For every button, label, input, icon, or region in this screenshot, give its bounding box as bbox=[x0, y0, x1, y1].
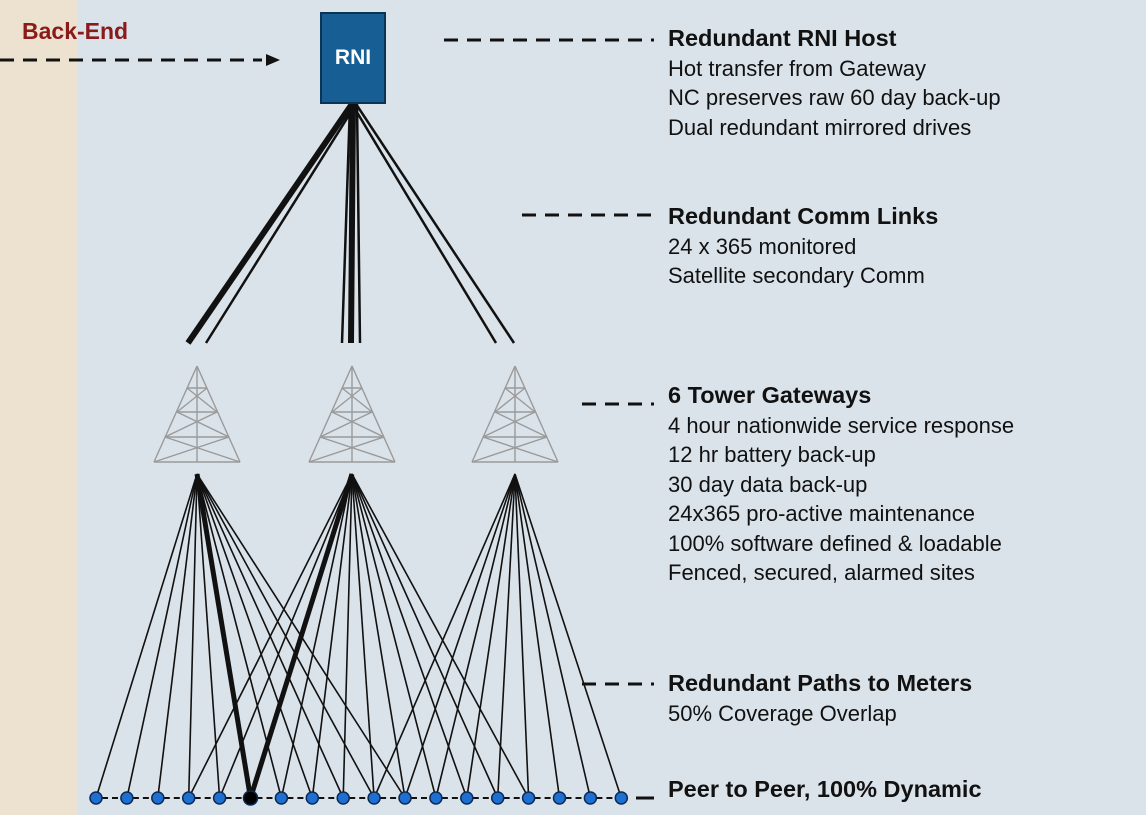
meter-node bbox=[398, 791, 412, 805]
meter-path-line bbox=[351, 473, 499, 799]
meter-path-line bbox=[196, 473, 314, 799]
meter-node bbox=[336, 791, 350, 805]
meter-path-line bbox=[187, 473, 198, 799]
meter-path-line bbox=[157, 473, 198, 799]
comm-link-line bbox=[354, 103, 516, 344]
meter-path-line bbox=[435, 473, 516, 799]
cell-tower-icon bbox=[153, 365, 241, 463]
annotation-line: Hot transfer from Gateway bbox=[668, 55, 926, 81]
meter-path-line bbox=[351, 473, 530, 799]
annotation-meter-paths: Redundant Paths to Meters 50% Coverage O… bbox=[668, 669, 972, 728]
annotation-line: Dual redundant mirrored drives bbox=[668, 114, 972, 140]
meter-node bbox=[212, 791, 227, 805]
meter-node bbox=[429, 791, 443, 805]
annotation-title: 6 Tower Gateways bbox=[668, 382, 872, 408]
comm-link-line bbox=[185, 102, 355, 345]
meter-path-line bbox=[95, 473, 198, 799]
comm-link-line bbox=[355, 103, 362, 344]
meter-path-line bbox=[514, 473, 623, 799]
annotation-line: 50% Coverage Overlap bbox=[668, 700, 897, 726]
annotation-line: 24 x 365 monitored bbox=[668, 233, 857, 259]
meter-node bbox=[89, 791, 103, 805]
meter-node bbox=[274, 791, 289, 805]
annotation-title: Redundant RNI Host bbox=[668, 25, 897, 51]
meter-node bbox=[305, 791, 320, 805]
annotation-line: Fenced, secured, alarmed sites bbox=[668, 560, 975, 585]
rni-host-box[interactable]: RNI bbox=[320, 12, 386, 104]
meter-path-line bbox=[351, 473, 468, 799]
backend-arrowhead bbox=[266, 54, 280, 66]
annotation-rni-host: Redundant RNI Host Hot transfer from Gat… bbox=[668, 24, 1001, 142]
comm-link-line bbox=[204, 103, 358, 344]
meter-path-line bbox=[342, 473, 353, 799]
annotation-line: 24x365 pro-active maintenance bbox=[668, 501, 975, 526]
meter-path-line bbox=[351, 473, 375, 799]
meter-node bbox=[583, 791, 598, 805]
meter-path-line bbox=[196, 473, 221, 799]
annotation-line: 12 hr battery back-up bbox=[668, 442, 876, 467]
meter-node bbox=[552, 791, 567, 805]
meter-path-line bbox=[126, 473, 198, 799]
meter-path-line bbox=[351, 473, 437, 799]
meter-path-line bbox=[514, 473, 592, 799]
meter-path-line bbox=[404, 473, 516, 799]
comm-link-line bbox=[350, 103, 498, 344]
meter-node bbox=[181, 791, 196, 805]
annotation-line: 100% software defined & loadable bbox=[668, 530, 1002, 556]
annotation-tower-gateways: 6 Tower Gateways 4 hour nationwide servi… bbox=[668, 381, 1014, 588]
meter-node bbox=[151, 791, 165, 805]
meter-path-line bbox=[466, 473, 516, 799]
meter-node bbox=[460, 791, 474, 805]
meter-path-line bbox=[311, 473, 353, 799]
rni-label: RNI bbox=[334, 46, 372, 69]
backend-label: Back-End bbox=[22, 18, 129, 44]
meter-path-line bbox=[218, 473, 353, 799]
meter-path-line bbox=[373, 473, 516, 799]
annotation-line: 4 hour nationwide service response bbox=[668, 412, 1015, 438]
comm-link-line bbox=[340, 103, 352, 344]
annotation-comm-links: Redundant Comm Links 24 x 365 monitored … bbox=[668, 202, 938, 291]
meter-node bbox=[490, 791, 505, 805]
meter-path-line bbox=[248, 473, 355, 799]
meter-node bbox=[614, 791, 629, 805]
annotation-peer-to-peer: Peer to Peer, 100% Dynamic bbox=[668, 775, 982, 805]
annotation-line: 30 day data back-up bbox=[668, 471, 868, 497]
annotation-title: Redundant Paths to Meters bbox=[668, 670, 973, 696]
meter-node bbox=[521, 791, 536, 805]
meter-path-line bbox=[187, 473, 353, 799]
meter-node bbox=[120, 791, 134, 805]
comm-link-line bbox=[348, 103, 356, 344]
annotation-title: Peer to Peer, 100% Dynamic bbox=[668, 776, 982, 802]
meter-node bbox=[367, 791, 381, 805]
meter-path-line bbox=[351, 473, 406, 799]
backend-side-panel bbox=[0, 0, 78, 815]
annotation-line: Satellite secondary Comm bbox=[668, 263, 925, 288]
meter-path-line bbox=[514, 473, 561, 799]
annotation-title: Redundant Comm Links bbox=[668, 203, 939, 229]
meter-node-highlighted bbox=[242, 790, 259, 806]
meter-path-line bbox=[280, 473, 353, 799]
meter-path-line bbox=[514, 473, 530, 799]
annotation-line: NC preserves raw 60 day back-up bbox=[668, 85, 1001, 110]
cell-tower-icon bbox=[471, 365, 559, 463]
cell-tower-icon bbox=[308, 365, 396, 463]
meter-path-line bbox=[496, 473, 516, 799]
